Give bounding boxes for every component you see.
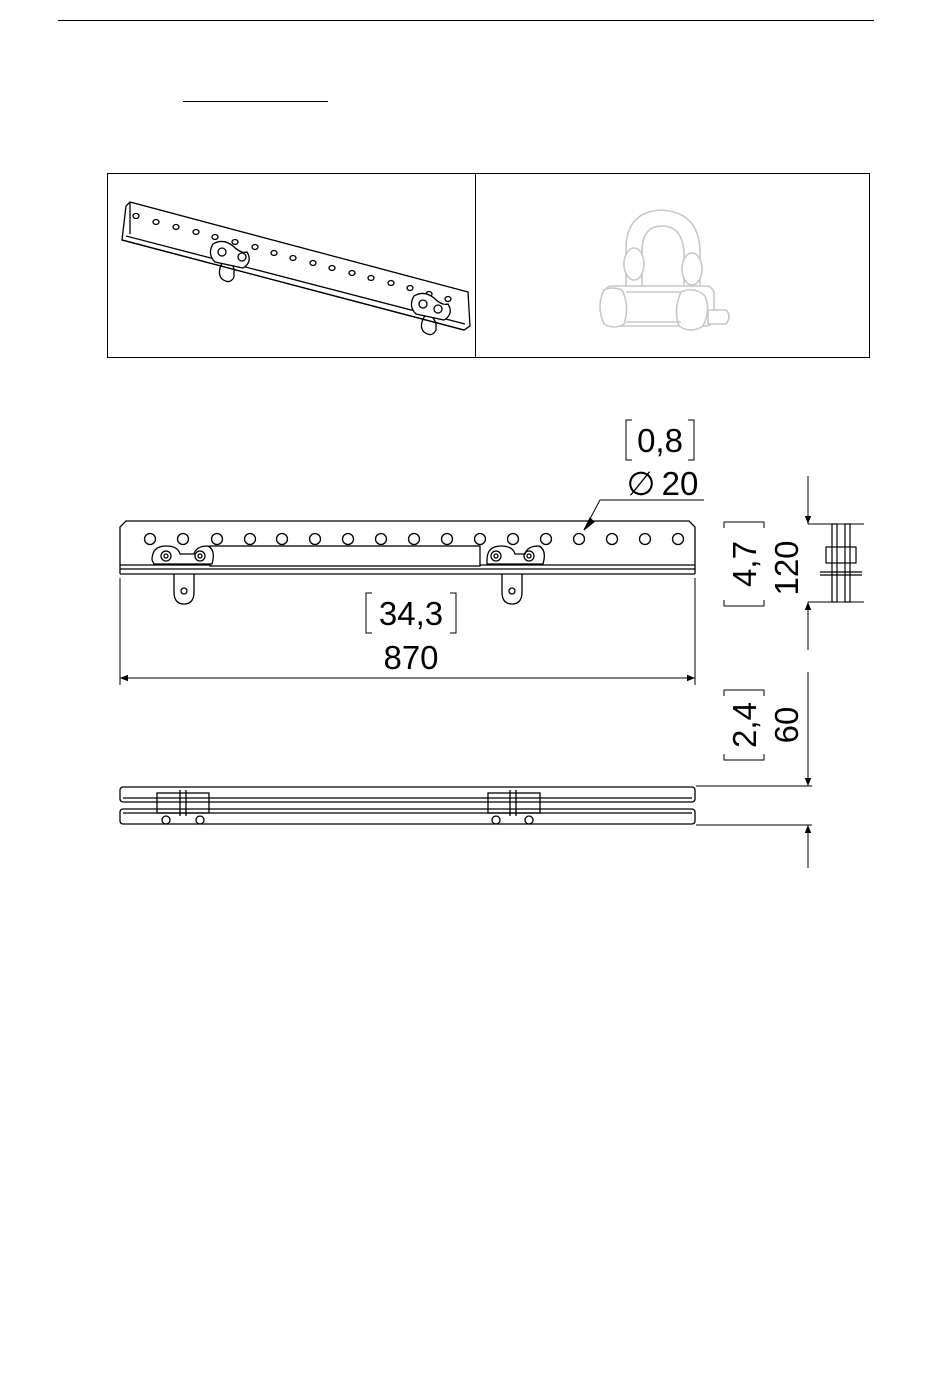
hole-diameter-label: 20: [662, 465, 699, 502]
depth-mm-label: 60: [768, 707, 805, 744]
bar-perspective-panel: [107, 173, 476, 358]
height-inch-label: 4,7: [726, 541, 763, 587]
header-rule: [58, 20, 874, 21]
bar-front-view: [120, 521, 695, 604]
length-mm-label: 870: [383, 639, 438, 676]
title-underline: [183, 101, 328, 102]
bar-side-view: [820, 524, 862, 602]
shackle-panel: [475, 173, 870, 358]
hole-leader-line: [584, 500, 704, 530]
hole-tolerance-label: 0,8: [637, 422, 683, 459]
bar-top-view: [120, 787, 695, 824]
diameter-symbol: ∅: [627, 465, 656, 502]
depth-inch-label: 2,4: [726, 702, 763, 748]
rigging-holes: [145, 534, 684, 545]
technical-drawing: 0,8 ∅ 20 34,3 870 4,7 120 2,4 60: [0, 380, 950, 880]
length-inch-label: 34,3: [379, 595, 443, 632]
height-mm-label: 120: [768, 540, 805, 595]
bar-perspective-illustration: [108, 174, 477, 359]
shackle-illustration: [476, 174, 871, 359]
